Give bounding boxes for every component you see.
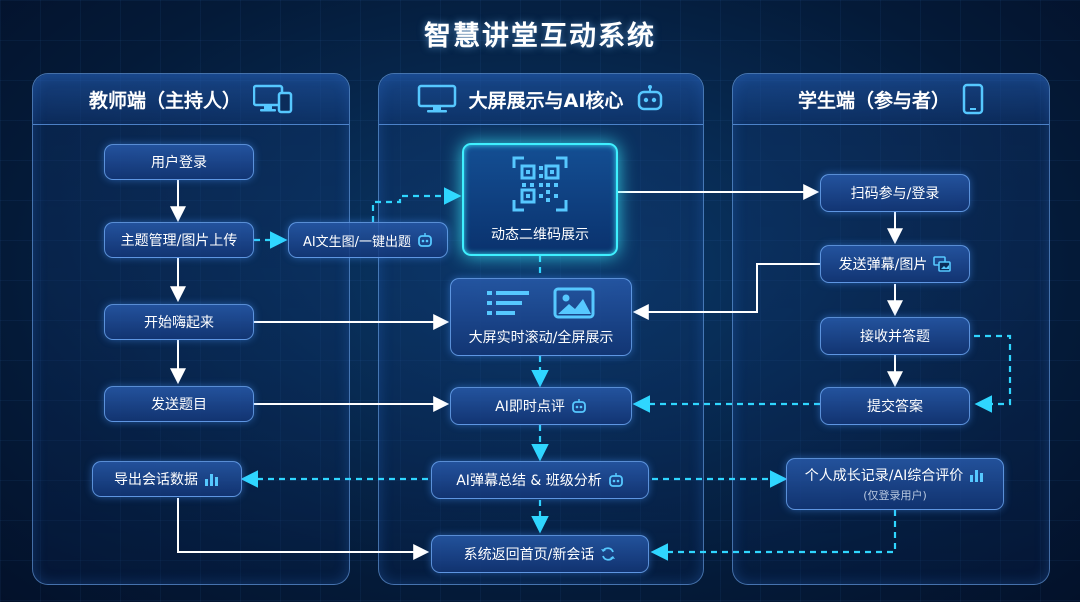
image-icon [553, 287, 595, 319]
node-send-danmaku[interactable]: 发送弹幕/图片 [820, 245, 970, 283]
node-topic-upload[interactable]: 主题管理/图片上传 [104, 222, 254, 258]
node-realtime-scroll[interactable]: 大屏实时滚动/全屏展示 [450, 278, 632, 356]
node-return-home[interactable]: 系统返回首页/新会话 [431, 535, 649, 573]
node-start[interactable]: 开始嗨起来 [104, 304, 254, 340]
scroll-icons [487, 287, 595, 319]
node-submit-answer[interactable]: 提交答案 [820, 387, 970, 425]
node-send-danmaku-label: 发送弹幕/图片 [838, 257, 928, 273]
node-ai-image[interactable]: AI文生图/一键出题 [288, 222, 448, 258]
growth-title-row: 个人成长记录/AI综合评价 [805, 465, 985, 485]
list-icon [487, 291, 529, 315]
node-user-login-label: 用户登录 [151, 155, 207, 171]
node-ai-comment[interactable]: AI即时点评 [450, 387, 632, 425]
student-column-title: 学生端（参与者） [797, 89, 950, 112]
screen-column-header: 大屏展示与AI核心 [379, 74, 703, 125]
node-growth-record-label: 个人成长记录/AI综合评价 [804, 468, 964, 484]
robot-icon [418, 233, 432, 247]
refresh-icon [601, 547, 616, 561]
node-export-data-label: 导出会话数据 [114, 472, 198, 488]
bar-chart-icon [205, 474, 218, 486]
node-ai-summary[interactable]: AI弹幕总结 & 班级分析 [431, 461, 649, 499]
node-realtime-scroll-label: 大屏实时滚动/全屏展示 [468, 330, 614, 346]
smartphone-icon [962, 83, 984, 115]
qr-code-icon [512, 156, 568, 211]
student-column-header: 学生端（参与者） [733, 74, 1049, 125]
node-growth-record[interactable]: 个人成长记录/AI综合评价 (仅登录用户) [786, 458, 1004, 510]
desktop-devices-icon [253, 84, 293, 114]
node-receive-answer[interactable]: 接收并答题 [820, 317, 970, 355]
node-ai-summary-label: AI弹幕总结 & 班级分析 [456, 473, 602, 489]
node-send-question-label: 发送题目 [151, 397, 207, 413]
node-scan-join[interactable]: 扫码参与/登录 [820, 174, 970, 212]
node-qrcode[interactable]: 动态二维码展示 [462, 143, 618, 256]
teacher-column-header: 教师端（主持人） [33, 74, 349, 125]
page-title: 智慧讲堂互动系统 [424, 21, 656, 52]
node-send-question[interactable]: 发送题目 [104, 386, 254, 422]
screen-column-title: 大屏展示与AI核心 [468, 89, 624, 112]
monitor-icon [417, 84, 456, 113]
node-start-label: 开始嗨起来 [144, 315, 214, 331]
robot-icon [608, 473, 623, 487]
node-receive-answer-label: 接收并答题 [860, 329, 930, 345]
node-qrcode-label: 动态二维码展示 [491, 226, 589, 243]
node-export-data[interactable]: 导出会话数据 [92, 461, 242, 497]
node-user-login[interactable]: 用户登录 [104, 144, 254, 180]
node-ai-image-label: AI文生图/一键出题 [302, 234, 412, 250]
node-ai-comment-label: AI即时点评 [495, 399, 565, 415]
node-return-home-label: 系统返回首页/新会话 [463, 547, 595, 563]
robot-icon [638, 85, 663, 111]
node-scan-join-label: 扫码参与/登录 [850, 186, 940, 202]
bar-chart-icon [970, 470, 984, 482]
node-submit-answer-label: 提交答案 [867, 399, 923, 415]
node-topic-upload-label: 主题管理/图片上传 [120, 233, 238, 249]
node-growth-note: (仅登录用户) [863, 489, 927, 502]
picture-message-icon [933, 256, 952, 272]
teacher-column-title: 教师端（主持人） [88, 89, 241, 112]
robot-icon [571, 399, 586, 413]
